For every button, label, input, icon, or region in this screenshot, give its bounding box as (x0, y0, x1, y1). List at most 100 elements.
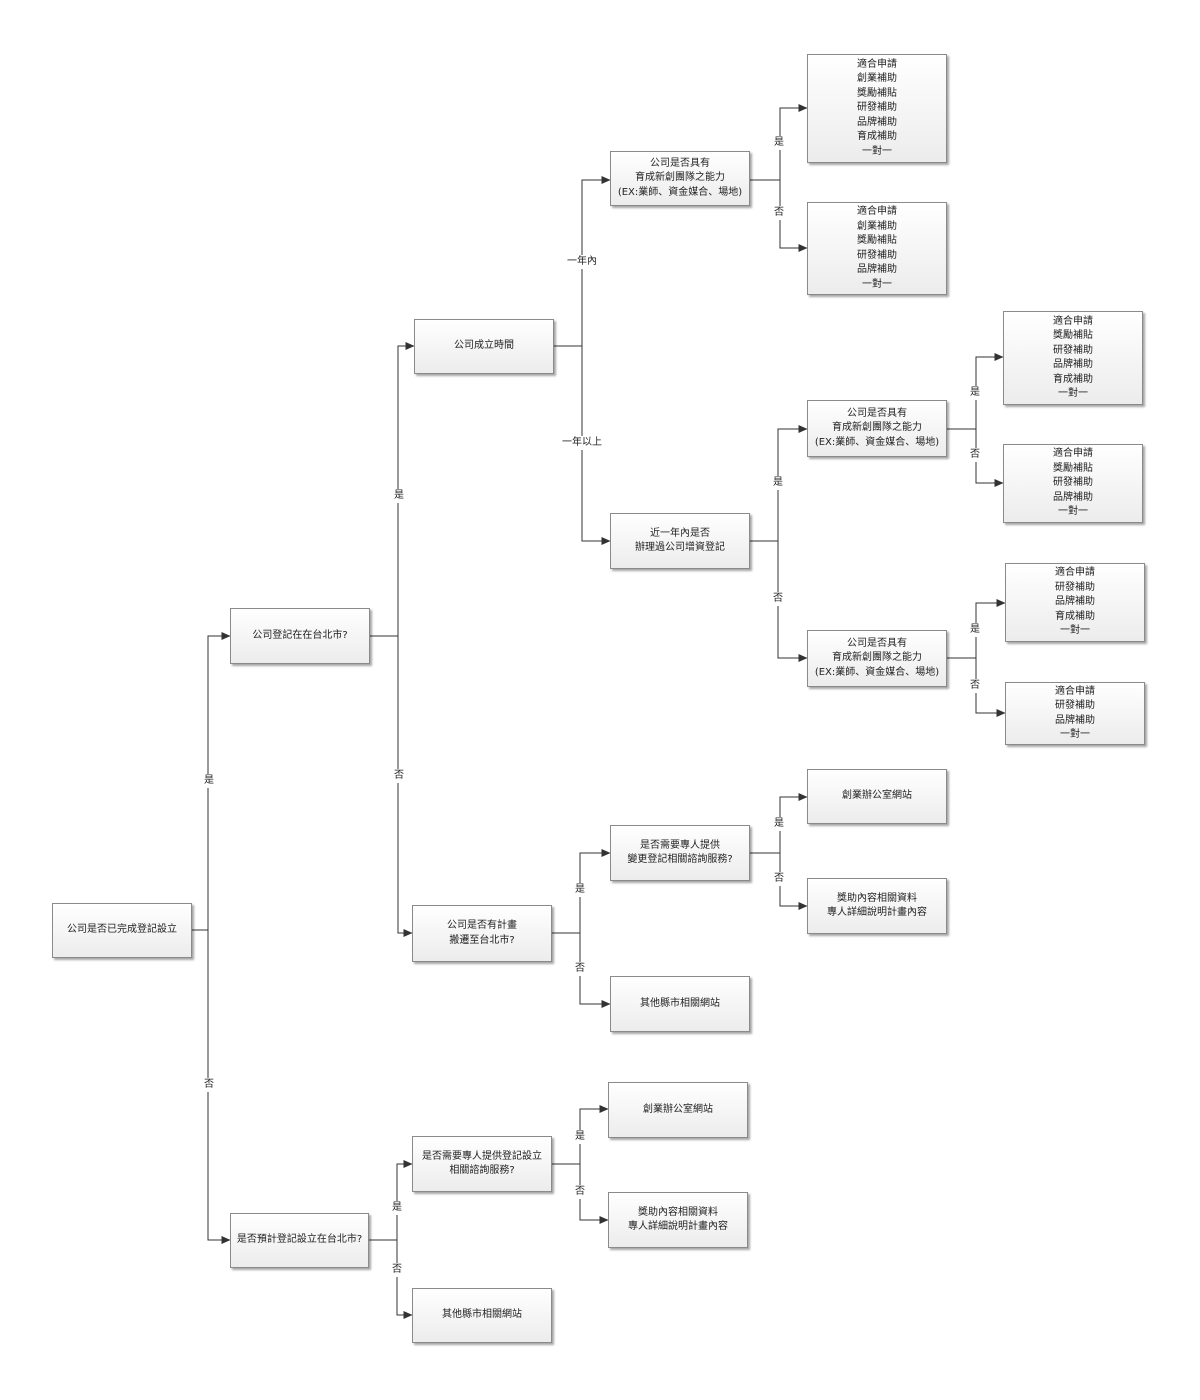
node-text: 創業辦公室網站 (842, 790, 912, 802)
node-text: 創業補助 (857, 220, 897, 232)
node-text: 品牌補助 (857, 264, 897, 275)
node-text: 獎助內容相關資料 (837, 892, 917, 904)
node-result-3: 適合申請 獎勵補貼 研發補助 品牌補助 育成補助 一對一 (1003, 311, 1143, 405)
node-text: 獎勵補貼 (857, 235, 897, 246)
node-text: 適合申請 (1055, 685, 1095, 697)
node-text: 相關諮詢服務? (449, 1165, 515, 1176)
edge-label-taipei-no: 否 (393, 769, 405, 783)
node-text: 獎助內容相關資料 (638, 1206, 718, 1218)
node-text: 專人詳細說明計畫內容 (827, 907, 927, 918)
node-text: 品牌補助 (1053, 359, 1093, 370)
node-text: 研發補助 (1053, 477, 1093, 489)
edge-label-incub2-yes: 是 (969, 386, 981, 400)
node-text: 公司成立時間 (454, 340, 514, 352)
node-result-4: 適合申請 獎勵補貼 研發補助 品牌補助 一對一 (1003, 444, 1143, 523)
node-text: (EX:業師、資金媒合、場地) (814, 666, 940, 678)
node-text: 創業辦公室網站 (643, 1103, 713, 1115)
node-text: 育成新創團隊之能力 (832, 652, 922, 664)
edge-label-within-year: 一年內 (566, 255, 598, 269)
node-text: 獎勵補貼 (1053, 462, 1093, 474)
edge-label-changehelp-no: 否 (773, 872, 785, 886)
node-startup-office-site-a: 創業辦公室網站 (807, 769, 947, 824)
node-text: (EX:業師、資金媒合、場地) (617, 186, 743, 198)
node-need-change-help: 是否需要專人提供 變更登記相關諮詢服務? (610, 825, 750, 881)
node-text: 研發補助 (1053, 344, 1093, 356)
edge-label-plan-no: 否 (391, 1263, 403, 1277)
node-text: 研發補助 (1055, 581, 1095, 593)
edge-label-incub1-no: 否 (773, 206, 785, 220)
node-text: 是否需要專人提供登記設立 (422, 1150, 542, 1162)
node-award-info-a: 獎助內容相關資料 專人詳細說明計畫內容 (807, 878, 947, 934)
edge-label-reghelp-no: 否 (574, 1185, 586, 1199)
node-result-6: 適合申請 研發補助 品牌補助 一對一 (1005, 682, 1145, 745)
node-text: 一對一 (1060, 625, 1090, 637)
node-text: 公司是否具有 (847, 407, 907, 419)
node-text: 獎勵補貼 (1053, 330, 1093, 341)
node-text: 育成補助 (857, 131, 897, 143)
node-text: 公司是否有計畫 (447, 920, 517, 931)
node-text: 一對一 (1058, 506, 1088, 518)
node-text: 近一年內是否 (650, 527, 710, 539)
edge-label-changehelp-yes: 是 (773, 817, 785, 831)
node-text: 一對一 (1060, 729, 1090, 740)
node-text: 公司登記在在台北市? (252, 629, 348, 641)
node-text: 搬遷至台北市? (449, 934, 515, 946)
node-result-5: 適合申請 研發補助 品牌補助 育成補助 一對一 (1005, 563, 1145, 642)
edge-label-reghelp-yes: 是 (574, 1130, 586, 1144)
edge-label-incub3-yes: 是 (969, 623, 981, 637)
node-company-registered: 公司是否已完成登記設立 (52, 903, 192, 958)
node-incubation-capability-1: 公司是否具有 育成新創團隊之能力 (EX:業師、資金媒合、場地) (610, 151, 750, 206)
node-text: 一對一 (1058, 388, 1088, 399)
edge-label-plan-yes: 是 (391, 1201, 403, 1215)
edge-label-root-no: 否 (203, 1078, 215, 1092)
node-text: 一對一 (862, 278, 892, 290)
node-text: 研發補助 (1055, 700, 1095, 711)
node-text: 公司是否具有 (650, 157, 710, 169)
node-capital-increase: 近一年內是否 辦理過公司增資登記 (610, 513, 750, 569)
node-startup-office-site-b: 創業辦公室網站 (608, 1082, 748, 1138)
node-text: 其他縣市相關網站 (640, 997, 720, 1009)
node-result-1: 適合申請 創業補助 獎勵補貼 研發補助 品牌補助 育成補助 一對一 (807, 54, 947, 163)
edge-label-capital-no: 否 (772, 592, 784, 606)
edge-label-incub2-no: 否 (969, 448, 981, 462)
node-text: 公司是否已完成登記設立 (67, 924, 177, 936)
node-company-age: 公司成立時間 (414, 319, 554, 374)
node-text: 適合申請 (857, 58, 897, 70)
node-result-2: 適合申請 創業補助 獎勵補貼 研發補助 品牌補助 一對一 (807, 202, 947, 295)
edge-label-taipei-yes: 是 (393, 489, 405, 503)
node-text: 育成補助 (1053, 373, 1093, 385)
node-text: 適合申請 (857, 206, 897, 217)
node-registered-in-taipei: 公司登記在在台北市? (230, 608, 370, 664)
edge-label-capital-yes: 是 (772, 476, 784, 490)
node-text: 品牌補助 (1053, 491, 1093, 503)
edge-label-over-year: 一年以上 (561, 436, 603, 450)
node-text: 品牌補助 (857, 116, 897, 128)
node-text: 品牌補助 (1055, 596, 1095, 608)
node-other-county-sites-b: 其他縣市相關網站 (412, 1288, 552, 1343)
edge-label-move-no: 否 (574, 962, 586, 976)
node-text: 辦理過公司增資登記 (635, 542, 725, 553)
node-text: 其他縣市相關網站 (442, 1309, 522, 1321)
node-need-registration-help: 是否需要專人提供登記設立 相關諮詢服務? (412, 1136, 552, 1192)
node-text: 適合申請 (1055, 567, 1095, 579)
node-text: 是否需要專人提供 (640, 839, 720, 851)
edge-label-root-yes: 是 (203, 774, 215, 788)
node-incubation-capability-2: 公司是否具有 育成新創團隊之能力 (EX:業師、資金媒合、場地) (807, 400, 947, 457)
node-text: 適合申請 (1053, 448, 1093, 460)
edge-label-incub1-yes: 是 (773, 136, 785, 150)
node-text: 創業補助 (857, 73, 897, 85)
node-text: 變更登記相關諮詢服務? (627, 854, 733, 865)
node-text: 研發補助 (857, 102, 897, 114)
node-text: 專人詳細說明計畫內容 (628, 1221, 728, 1232)
node-text: (EX:業師、資金媒合、場地) (814, 436, 940, 448)
node-incubation-capability-3: 公司是否具有 育成新創團隊之能力 (EX:業師、資金媒合、場地) (807, 630, 947, 687)
node-text: 研發補助 (857, 249, 897, 261)
node-plan-move-taipei: 公司是否有計畫 搬遷至台北市? (412, 905, 552, 962)
node-text: 育成新創團隊之能力 (635, 172, 725, 184)
edge-label-incub3-no: 否 (969, 679, 981, 693)
node-text: 適合申請 (1053, 315, 1093, 327)
node-text: 是否預計登記設立在台北市? (236, 1234, 363, 1246)
node-text: 育成新創團隊之能力 (832, 422, 922, 434)
node-text: 品牌補助 (1055, 714, 1095, 726)
edge-label-move-yes: 是 (574, 883, 586, 897)
